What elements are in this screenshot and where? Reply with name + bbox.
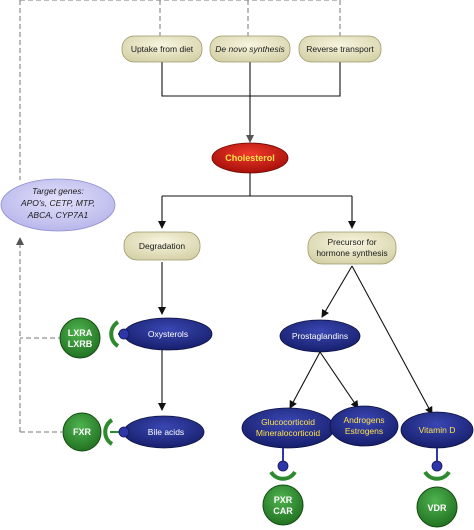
pxr-label-line-1: PXR (274, 495, 293, 505)
cholesterol-label: Cholesterol (225, 153, 275, 163)
bile-acids-node: Bile acids (123, 415, 205, 449)
androgens-label-line-1: Androgens (343, 415, 384, 425)
fxr-binding-cup (103, 418, 114, 446)
fxr-label: FXR (73, 427, 92, 437)
lxr-ligand-dot (118, 328, 130, 340)
precursor-node: Precursor for hormone synthesis (307, 231, 397, 265)
oxysterols-label: Oxysterols (148, 329, 188, 339)
glucocorticoid-label-line-2: Mineralocorticoid (256, 428, 321, 438)
target-genes-line-1: Target genes: (32, 186, 84, 196)
pxr-receptor: PXR CAR (262, 448, 304, 526)
precursor-label-line-1: Precursor for (327, 237, 376, 247)
androgens-label-line-2: Estrogens (345, 426, 383, 436)
degradation-label: Degradation (139, 241, 186, 251)
vdr-receptor: VDR (416, 448, 458, 528)
prostaglandins-label: Prostaglandins (292, 331, 348, 341)
glucocorticoid-node: Glucocorticoid Mineralocorticoid (241, 407, 335, 449)
lxr-receptor: LXRA LXRB (59, 317, 130, 359)
degradation-node: Degradation (123, 231, 201, 261)
oxysterols-node: Oxysterols (123, 317, 213, 351)
target-genes-line-2: APO's, CETP, MTP, (20, 198, 95, 208)
vitamin-d-label: Vitamin D (419, 425, 456, 435)
pxr-label-line-2: CAR (273, 506, 293, 516)
lxr-label-line-1: LXRA (68, 328, 93, 338)
uptake-label: Uptake from diet (131, 44, 194, 54)
precursor-label-line-2: hormone synthesis (316, 248, 387, 258)
target-genes-line-3: ABCA, CYP7A1 (27, 210, 89, 220)
pxr-binding-cup (269, 470, 297, 481)
uptake-node: Uptake from diet (121, 35, 203, 63)
pxr-ligand-dot (277, 460, 289, 472)
prostaglandins-node: Prostaglandins (279, 319, 361, 353)
bile-acids-label: Bile acids (148, 427, 184, 437)
lxr-label-line-2: LXRB (68, 339, 93, 349)
glucocorticoid-label-line-1: Glucocorticoid (261, 417, 315, 427)
vdr-binding-cup (423, 470, 451, 481)
lxr-binding-cup (109, 320, 120, 348)
denovo-node: De novo synthesis (209, 35, 291, 63)
androgens-node: Androgens Estrogens (329, 405, 399, 447)
target-genes-node: Target genes: APO's, CETP, MTP, ABCA, CY… (0, 178, 116, 232)
reverse-transport-node: Reverse transport (298, 35, 382, 63)
denovo-label: De novo synthesis (215, 44, 285, 54)
reverse-transport-label: Reverse transport (306, 44, 374, 54)
vdr-ligand-dot (431, 460, 443, 472)
cholesterol-node: Cholesterol (211, 142, 289, 174)
fxr-ligand-dot (118, 426, 130, 438)
pathway-arrows (158, 62, 433, 415)
vitamin-d-node: Vitamin D (400, 411, 474, 449)
fxr-receptor: FXR (62, 412, 130, 452)
vdr-label: VDR (427, 503, 447, 513)
